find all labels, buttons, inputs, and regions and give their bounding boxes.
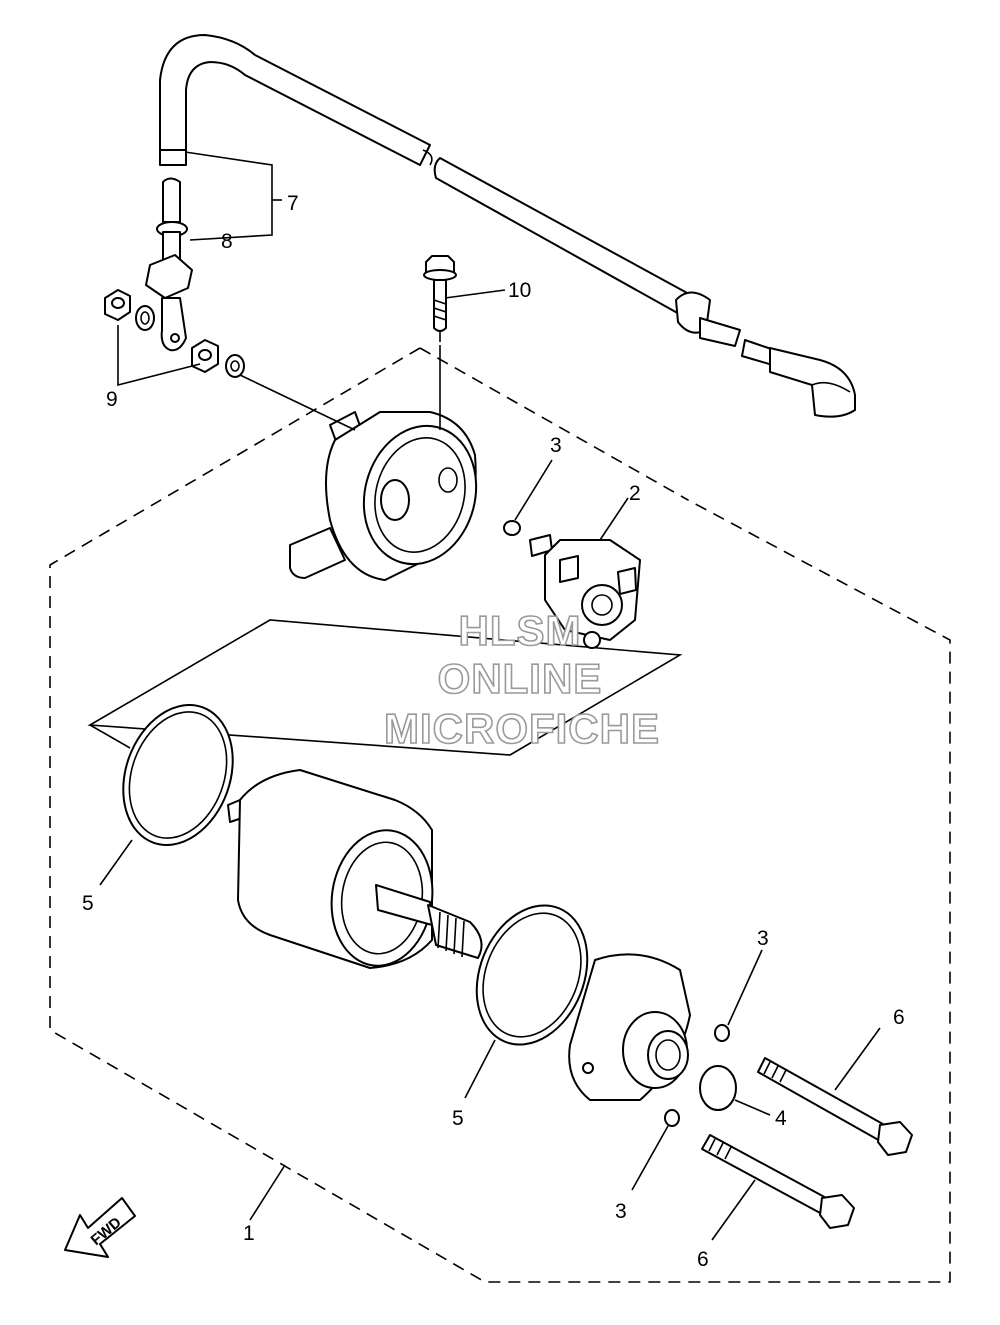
callout-10: 10: [508, 279, 531, 302]
assembly-outline: [49, 347, 951, 1283]
motor-yoke: [227, 769, 483, 969]
callout-2: 2: [629, 482, 641, 505]
through-bolt-lower: [701, 1134, 855, 1229]
through-bolt-upper: [757, 1057, 913, 1156]
fwd-arrow: FWD: [64, 1197, 136, 1258]
o-ring-4: [699, 1065, 737, 1111]
kit-outline: [87, 619, 683, 756]
watermark: HLSM ONLINE MICROFICHE: [383, 606, 660, 753]
callout-3-mid: 3: [757, 927, 769, 950]
callout-7: 7: [287, 192, 299, 215]
leader-lines: [99, 151, 881, 1241]
o-ring-3-mid: [714, 1024, 730, 1042]
watermark-line-1: HLSM: [459, 607, 582, 654]
callout-8: 8: [221, 230, 233, 253]
o-ring-5-left: [122, 704, 234, 846]
callout-9: 9: [106, 388, 118, 411]
callout-1: 1: [243, 1222, 255, 1245]
cable-terminal: [145, 177, 193, 352]
callout-3-low: 3: [615, 1200, 627, 1223]
callout-5-left: 5: [82, 892, 94, 915]
callout-5-right: 5: [452, 1107, 464, 1130]
callout-3-top: 3: [550, 434, 562, 457]
watermark-line-3: MICROFICHE: [384, 705, 660, 752]
bolt-10: [423, 255, 457, 332]
callout-labels: 1 2 3 3 3 4 5 5 6 6 7 8 9 10: [82, 192, 905, 1271]
callout-4: 4: [775, 1107, 787, 1130]
rear-cover: [289, 411, 478, 581]
watermark-line-2: ONLINE: [438, 655, 603, 702]
nut-washer-set: [104, 289, 245, 378]
front-cover: [568, 953, 691, 1101]
o-ring-3-low: [664, 1109, 680, 1127]
o-ring-3-top: [503, 520, 521, 536]
o-ring-5-right: [475, 904, 589, 1046]
callout-6-lower: 6: [697, 1248, 709, 1271]
callout-6-upper: 6: [893, 1006, 905, 1029]
brush-holder: [529, 534, 641, 649]
starter-cable: [159, 34, 856, 418]
